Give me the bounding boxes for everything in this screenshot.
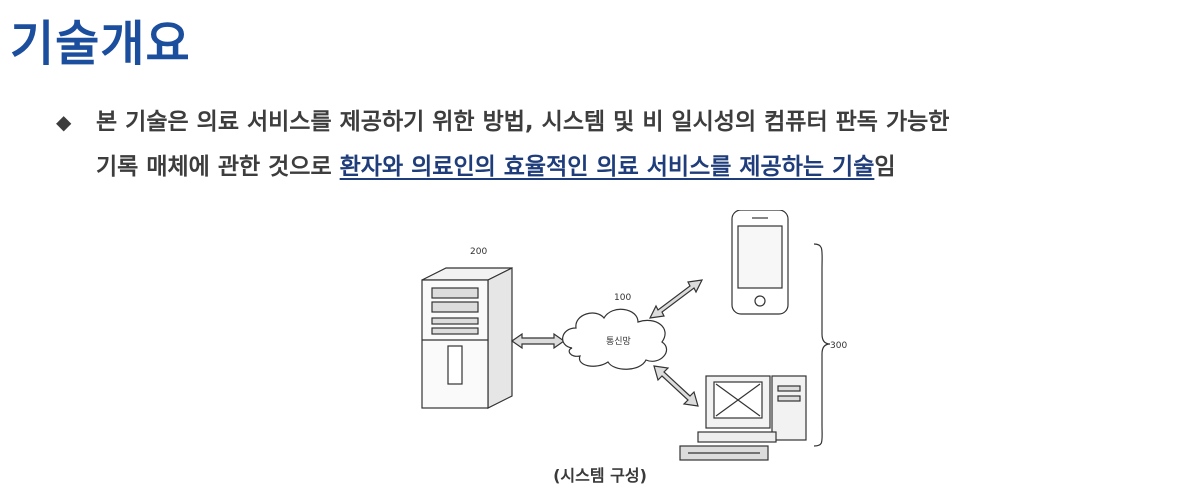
double-arrow-icon — [648, 279, 704, 319]
highlighted-summary: 환자와 의료인의 효율적인 의료 서비스를 제공하는 기술 — [339, 154, 875, 180]
bullet-line-1: ◆ 본 기술은 의료 서비스를 제공하기 위한 방법, 시스템 및 비 일시성의 … — [56, 100, 1196, 145]
network-label: 100 — [614, 293, 631, 303]
cloud-icon — [562, 308, 668, 370]
bullet-text-2-suffix: 임 — [874, 154, 896, 180]
clients-label: 300 — [830, 341, 847, 351]
server-label: 200 — [470, 247, 487, 257]
bullet-text-2-prefix: 기록 매체에 관한 것으로 — [96, 154, 340, 180]
bullet-text-1: 본 기술은 의료 서비스를 제공하기 위한 방법, 시스템 및 비 일시성의 컴… — [96, 109, 950, 135]
diamond-bullet-icon: ◆ — [56, 110, 72, 134]
double-arrow-icon — [653, 365, 699, 407]
page-title: 기술개요 — [10, 16, 191, 72]
smartphone-icon — [731, 209, 789, 315]
network-text: 통신망 — [606, 336, 631, 347]
group-brace — [813, 243, 831, 447]
server-icon — [421, 267, 513, 409]
system-diagram: 200 통신망 100 — [418, 209, 858, 468]
double-arrow-icon — [510, 332, 566, 350]
overview-bullet: ◆ 본 기술은 의료 서비스를 제공하기 위한 방법, 시스템 및 비 일시성의 … — [56, 100, 1196, 190]
figure-caption: (시스템 구성) — [553, 466, 647, 485]
desktop-computer-icon — [679, 375, 807, 461]
bullet-line-2: 기록 매체에 관한 것으로 환자와 의료인의 효율적인 의료 서비스를 제공하는… — [56, 145, 1196, 190]
